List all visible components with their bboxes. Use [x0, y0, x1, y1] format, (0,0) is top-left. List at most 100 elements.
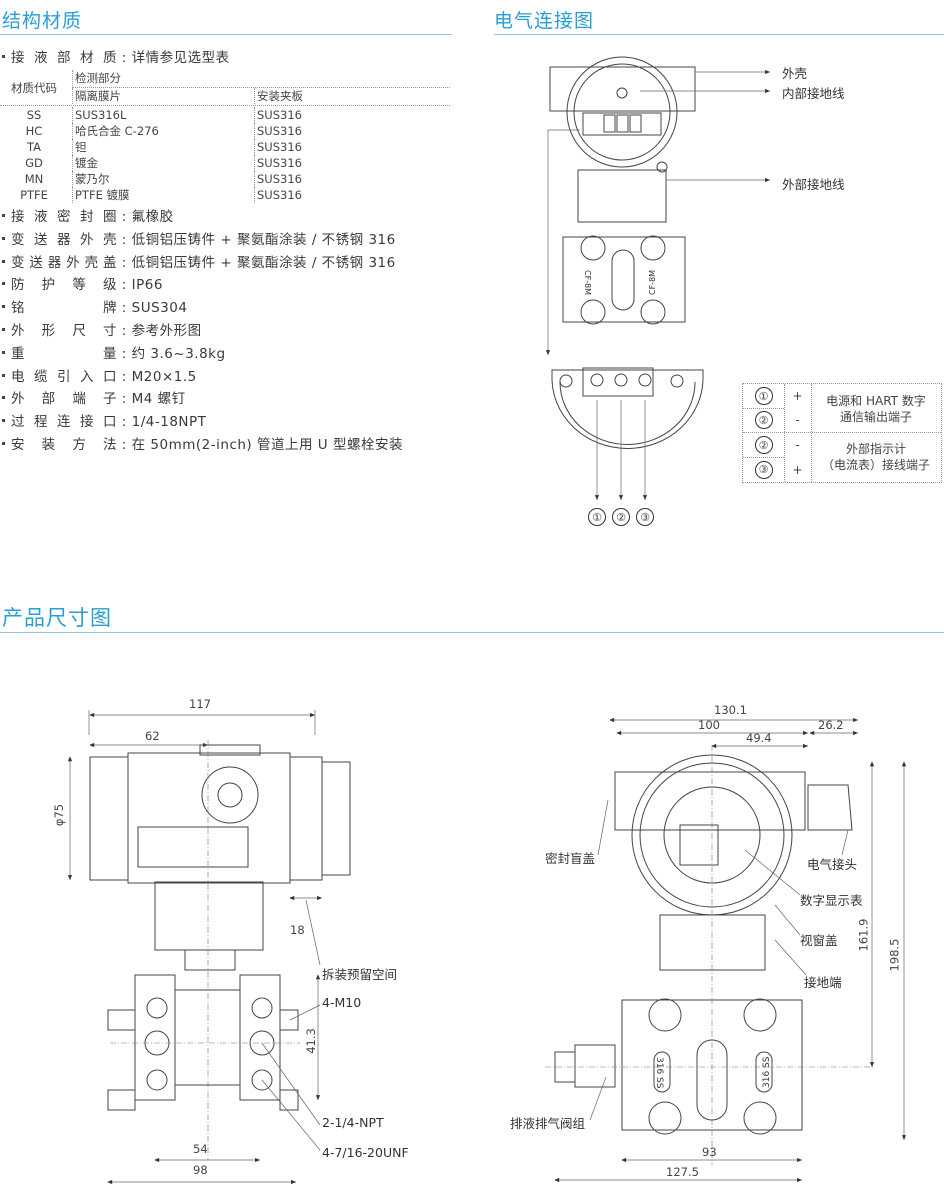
callout-valve: 排液排气阀组 — [510, 1116, 586, 1131]
cell-code: SS — [26, 108, 42, 122]
cell-flange: SUS316 — [254, 139, 302, 155]
spec-key: 电缆引入口 — [11, 368, 117, 385]
housing-drawing: CF-8M CF-8M — [545, 56, 770, 500]
spec-item: 电缆引入口 : M20×1.5 — [0, 368, 403, 391]
cell-flange: SUS316 — [254, 107, 302, 123]
plate-marking: CF-8M — [583, 270, 592, 295]
cell-flange: SUS316 — [254, 155, 302, 171]
callout-space: 拆装预留空间 — [322, 967, 398, 982]
terminal-number: ② — [754, 436, 773, 454]
spec-value: 1/4-18NPT — [131, 414, 207, 431]
terminal-number: ③ — [754, 460, 773, 479]
terminal-label-1: ① — [588, 508, 606, 526]
spec-value: 低铜铝压铸件 + 聚氨酯涂装 / 不锈钢 316 — [131, 254, 396, 271]
terminal-polarity: - — [795, 438, 800, 452]
spec-item: 重量 : 约 3.6~3.8kg — [0, 345, 403, 368]
spec-key: 接液密封圈 — [11, 209, 117, 225]
terminal-desc: 电源和 HART 数字 — [826, 394, 926, 408]
section-title-structure: 结构材质 — [2, 10, 83, 32]
dim-130-1: 130.1 — [714, 703, 747, 717]
cell-diaphragm: 钽 — [72, 139, 87, 155]
cell-diaphragm: PTFE 镀膜 — [72, 187, 130, 203]
spec-key: 接液部材质 — [11, 50, 117, 66]
cell-diaphragm: 哈氏合金 C-276 — [72, 123, 159, 139]
dim-18: 18 — [290, 923, 305, 937]
spec-wetted: 接液部材质 : 详情参见选型表 — [0, 49, 230, 67]
table-row: HC 哈氏合金 C-276 SUS316 — [0, 123, 450, 139]
section-title-wiring: 电气连接图 — [494, 10, 595, 32]
side-view-drawing — [67, 710, 351, 1185]
dim-54: 54 — [193, 1142, 208, 1156]
terminal-desc: 通信输出端子 — [839, 410, 912, 424]
terminal-polarity: - — [795, 413, 800, 427]
cell-code: PTFE — [20, 188, 48, 202]
cell-flange: SUS316 — [254, 171, 302, 187]
terminal-desc: （电流表）接线端子 — [821, 458, 930, 472]
terminal-number: ② — [754, 411, 773, 429]
spec-value: IP66 — [131, 277, 163, 294]
callout-bolt: 4-M10 — [322, 995, 362, 1010]
spec-item: 接液密封圈 : 氟橡胶 — [0, 208, 403, 231]
plate-marking: 316 SS — [762, 1056, 772, 1088]
section-title-dimensions: 产品尺寸图 — [2, 606, 112, 630]
callout-conn: 电气接头 — [807, 857, 858, 872]
plate-marking: 316 SS — [654, 1057, 664, 1089]
spec-value: M4 螺钉 — [131, 391, 186, 408]
spec-item: 防护等级 : IP66 — [0, 276, 403, 299]
spec-item: 过程连接口 : 1/4-18NPT — [0, 413, 403, 436]
cell-diaphragm: 蒙乃尔 — [72, 171, 110, 187]
spec-key: 外形尺寸 — [11, 322, 117, 339]
spec-key: 过程连接口 — [11, 414, 117, 431]
dim-49-4: 49.4 — [746, 731, 772, 745]
dim-98: 98 — [193, 1163, 208, 1177]
plate-marking: CF-8M — [648, 270, 657, 295]
dim-161-9: 161.9 — [856, 918, 871, 952]
header-code: 材质代码 — [11, 81, 57, 95]
spec-item: 安装方法 : 在 50mm(2-inch) 管道上用 U 型螺栓安装 — [0, 436, 403, 459]
dim-117: 117 — [189, 697, 211, 711]
callout-outer-ground: 外部接地线 — [782, 177, 845, 192]
spec-value: 氟橡胶 — [131, 209, 174, 225]
spec-item: 变送器外壳 : 低铜铝压铸件 + 聚氨酯涂装 / 不锈钢 316 — [0, 231, 403, 254]
callout-window: 视窗盖 — [800, 933, 838, 948]
spec-list: 接液密封圈 : 氟橡胶 变送器外壳 : 低铜铝压铸件 + 聚氨酯涂装 / 不锈钢… — [0, 208, 403, 459]
terminal-label-3: ③ — [636, 508, 654, 526]
cell-flange: SUS316 — [254, 187, 302, 203]
dim-198-5: 198.5 — [887, 938, 902, 972]
spec-value: 参考外形图 — [131, 322, 202, 339]
spec-value: 约 3.6~3.8kg — [131, 345, 226, 362]
terminal-polarity: + — [792, 389, 803, 403]
header-detect: 检测部分 — [72, 70, 121, 86]
callout-housing: 外壳 — [782, 66, 808, 81]
dim-93: 93 — [702, 1145, 717, 1159]
spec-item: 外形尺寸 : 参考外形图 — [0, 322, 403, 345]
terminal-desc: 外部指示计 — [845, 442, 906, 456]
front-view-drawing: 316 SS 316 SS — [545, 717, 907, 1183]
cell-diaphragm: 镀金 — [72, 155, 98, 171]
spec-value: M20×1.5 — [131, 368, 197, 385]
header-diaphragm: 隔离膜片 — [72, 88, 121, 104]
spec-key: 安装方法 — [11, 436, 117, 453]
spec-item: 外部端子 : M4 螺钉 — [0, 390, 403, 413]
callout-inner-ground: 内部接地线 — [782, 86, 845, 101]
divider — [0, 34, 452, 35]
cell-code: HC — [25, 124, 43, 138]
callout-plug: 密封盲盖 — [545, 851, 596, 866]
dim-127-5: 127.5 — [666, 1165, 699, 1179]
spec-value: SUS304 — [131, 300, 188, 317]
callout-npt: 2-1/4-NPT — [322, 1115, 384, 1130]
dim-41-3: 41.3 — [303, 1028, 318, 1054]
spec-value: 详情参见选型表 — [131, 50, 230, 66]
spec-key: 铭牌 — [11, 300, 117, 317]
divider — [494, 34, 944, 35]
cell-code: GD — [25, 156, 43, 170]
spec-item: 铭牌 : SUS304 — [0, 299, 403, 322]
cell-flange: SUS316 — [254, 123, 302, 139]
spec-key: 变送器外壳 — [11, 231, 117, 248]
callout-display: 数字显示表 — [800, 893, 863, 908]
spec-key: 外部端子 — [11, 391, 117, 408]
